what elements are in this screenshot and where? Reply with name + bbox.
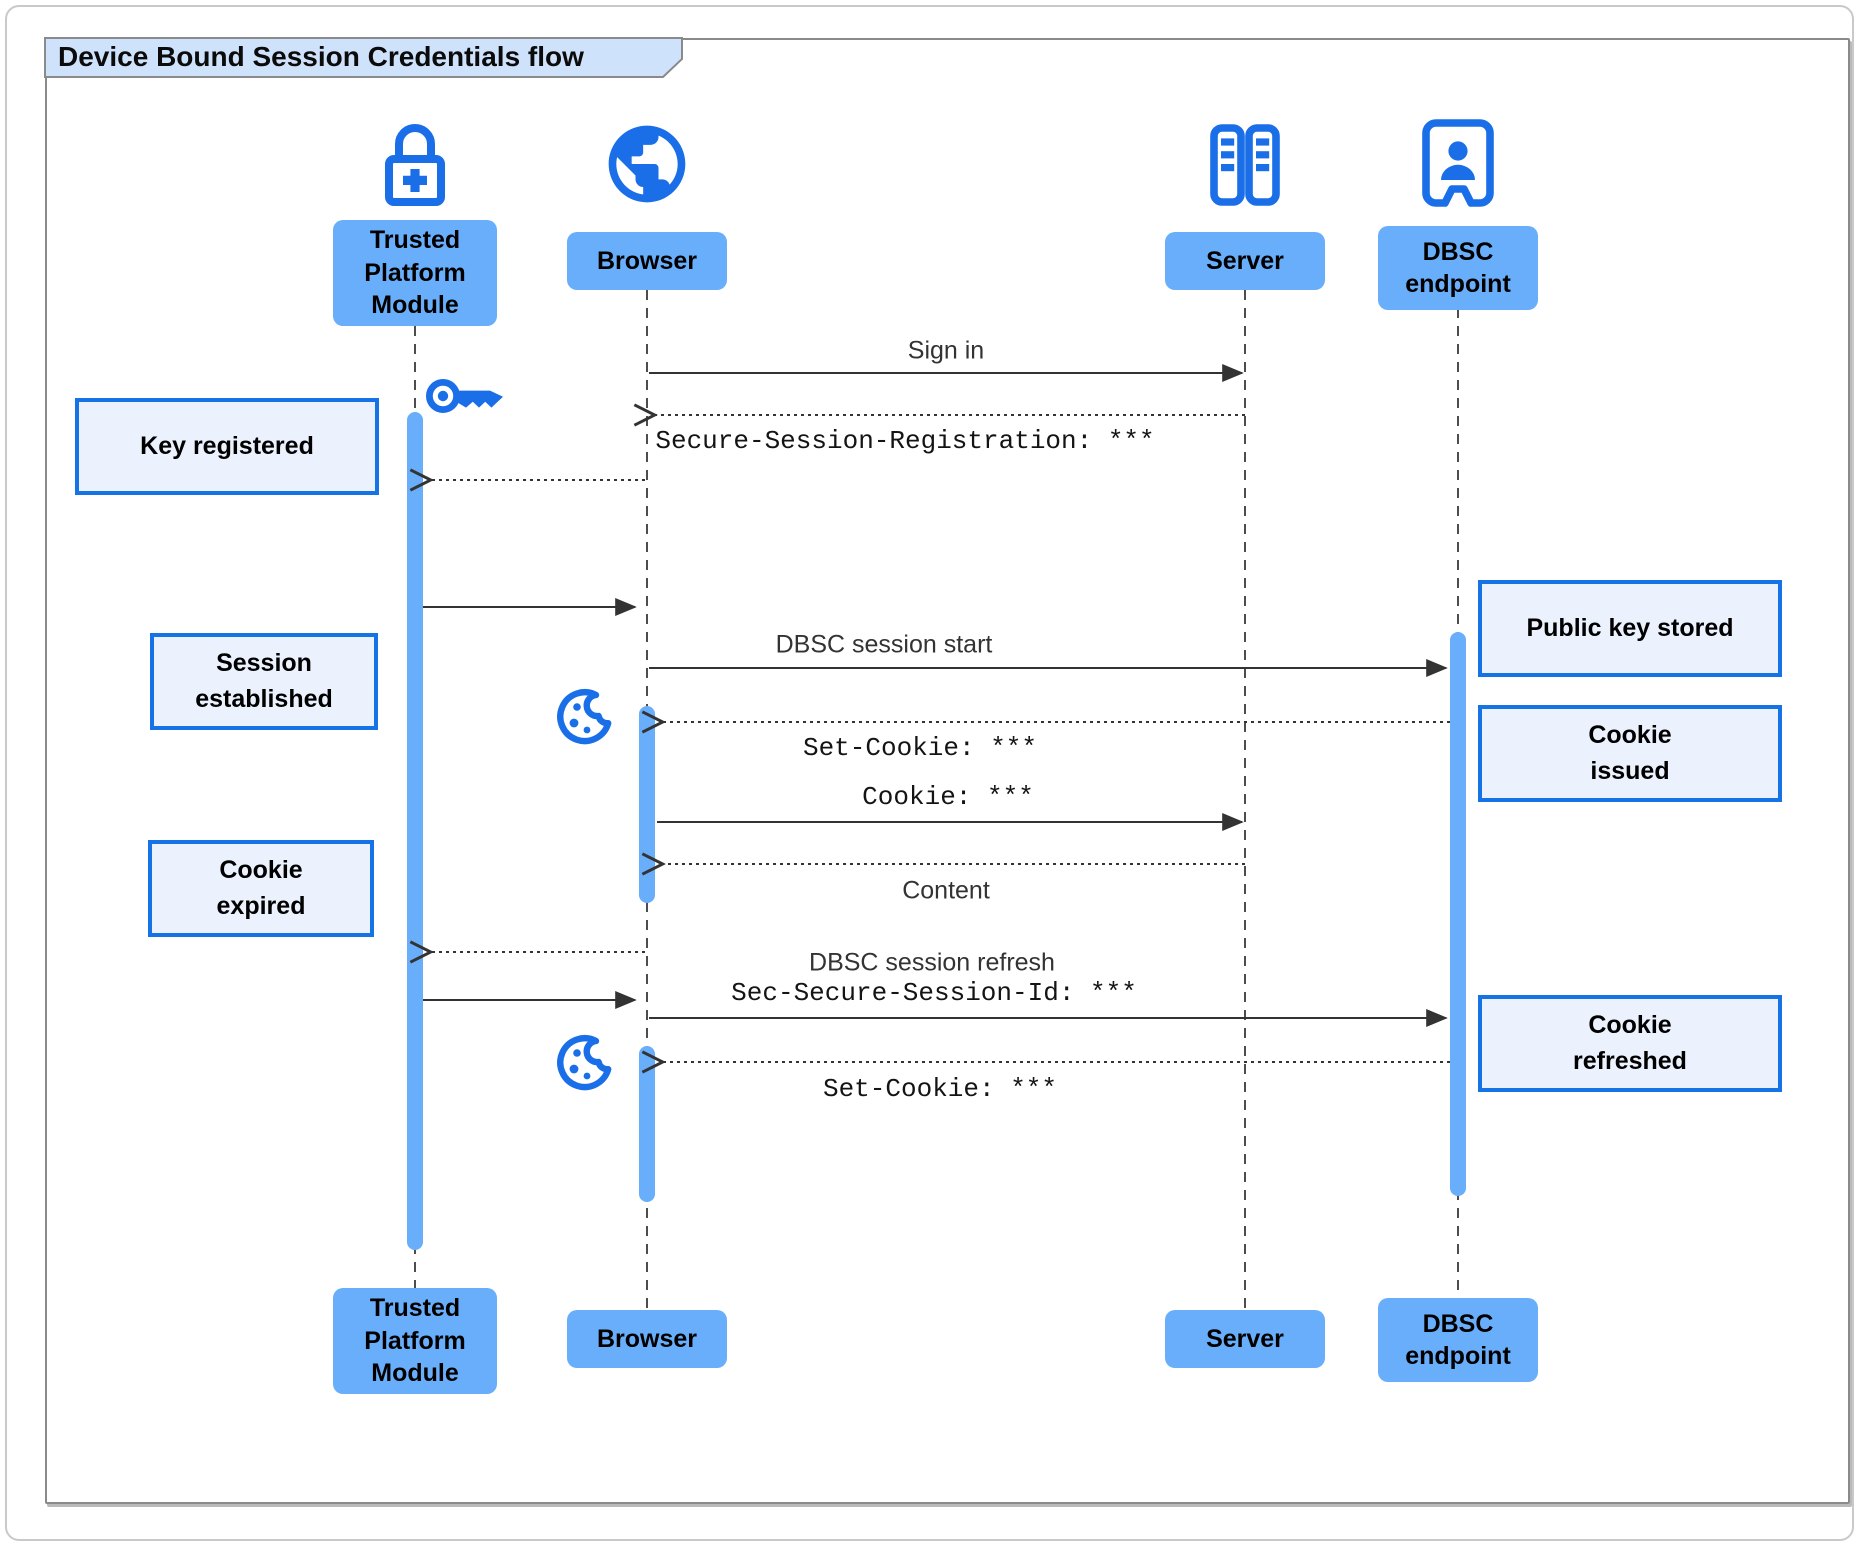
- actor-server-bottom: Server: [1165, 1310, 1325, 1368]
- label-sign-in: Sign in: [907, 336, 985, 365]
- note-cookie-refreshed: Cookie refreshed: [1478, 995, 1782, 1092]
- contact-badge-icon: [1416, 116, 1500, 215]
- label-dbsc-session-refresh: DBSC session refresh: [809, 948, 1055, 977]
- note-public-key-stored: Public key stored: [1478, 580, 1782, 677]
- key-icon: [424, 372, 508, 425]
- browser-activation-2: [639, 1046, 655, 1202]
- label-cookie: Cookie: ***: [862, 782, 1034, 812]
- label-content: Content: [902, 876, 990, 905]
- actor-tpm-bottom: Trusted Platform Module: [333, 1288, 497, 1394]
- label-set-cookie-2: Set-Cookie: ***: [822, 1074, 1058, 1104]
- cookie-icon: [552, 680, 618, 755]
- actor-server-top: Server: [1165, 232, 1325, 290]
- tpm-activation: [407, 412, 423, 1250]
- actor-dbsc-bottom: DBSC endpoint: [1378, 1298, 1538, 1382]
- browser-activation-1: [639, 706, 655, 903]
- globe-icon: [601, 118, 693, 215]
- note-cookie-issued: Cookie issued: [1478, 705, 1782, 802]
- title-tab-shape: [44, 37, 683, 78]
- dbsc-activation: [1450, 632, 1466, 1196]
- diagram-title: Device Bound Session Credentials flow: [58, 41, 584, 72]
- note-key-registered: Key registered: [75, 398, 379, 495]
- label-dbsc-session-start: DBSC session start: [775, 630, 993, 659]
- note-cookie-expired: Cookie expired: [148, 840, 374, 937]
- label-sec-secure-session-id: Sec-Secure-Session-Id: ***: [731, 978, 1137, 1008]
- server-racks-icon: [1200, 120, 1290, 215]
- actor-browser-top: Browser: [567, 232, 727, 290]
- actor-dbsc-top: DBSC endpoint: [1378, 226, 1538, 310]
- diagram-title-tab: Device Bound Session Credentials flow: [44, 37, 684, 79]
- label-set-cookie-1: Set-Cookie: ***: [802, 733, 1038, 763]
- actor-tpm-top: Trusted Platform Module: [333, 220, 497, 326]
- cookie-icon: [552, 1026, 618, 1101]
- label-secure-session-registration: Secure-Session-Registration: ***: [655, 426, 1155, 456]
- note-session-established: Session established: [150, 633, 378, 730]
- actor-browser-bottom: Browser: [567, 1310, 727, 1368]
- lock-plus-icon: [368, 114, 462, 217]
- diagram-frame: [45, 38, 1850, 1504]
